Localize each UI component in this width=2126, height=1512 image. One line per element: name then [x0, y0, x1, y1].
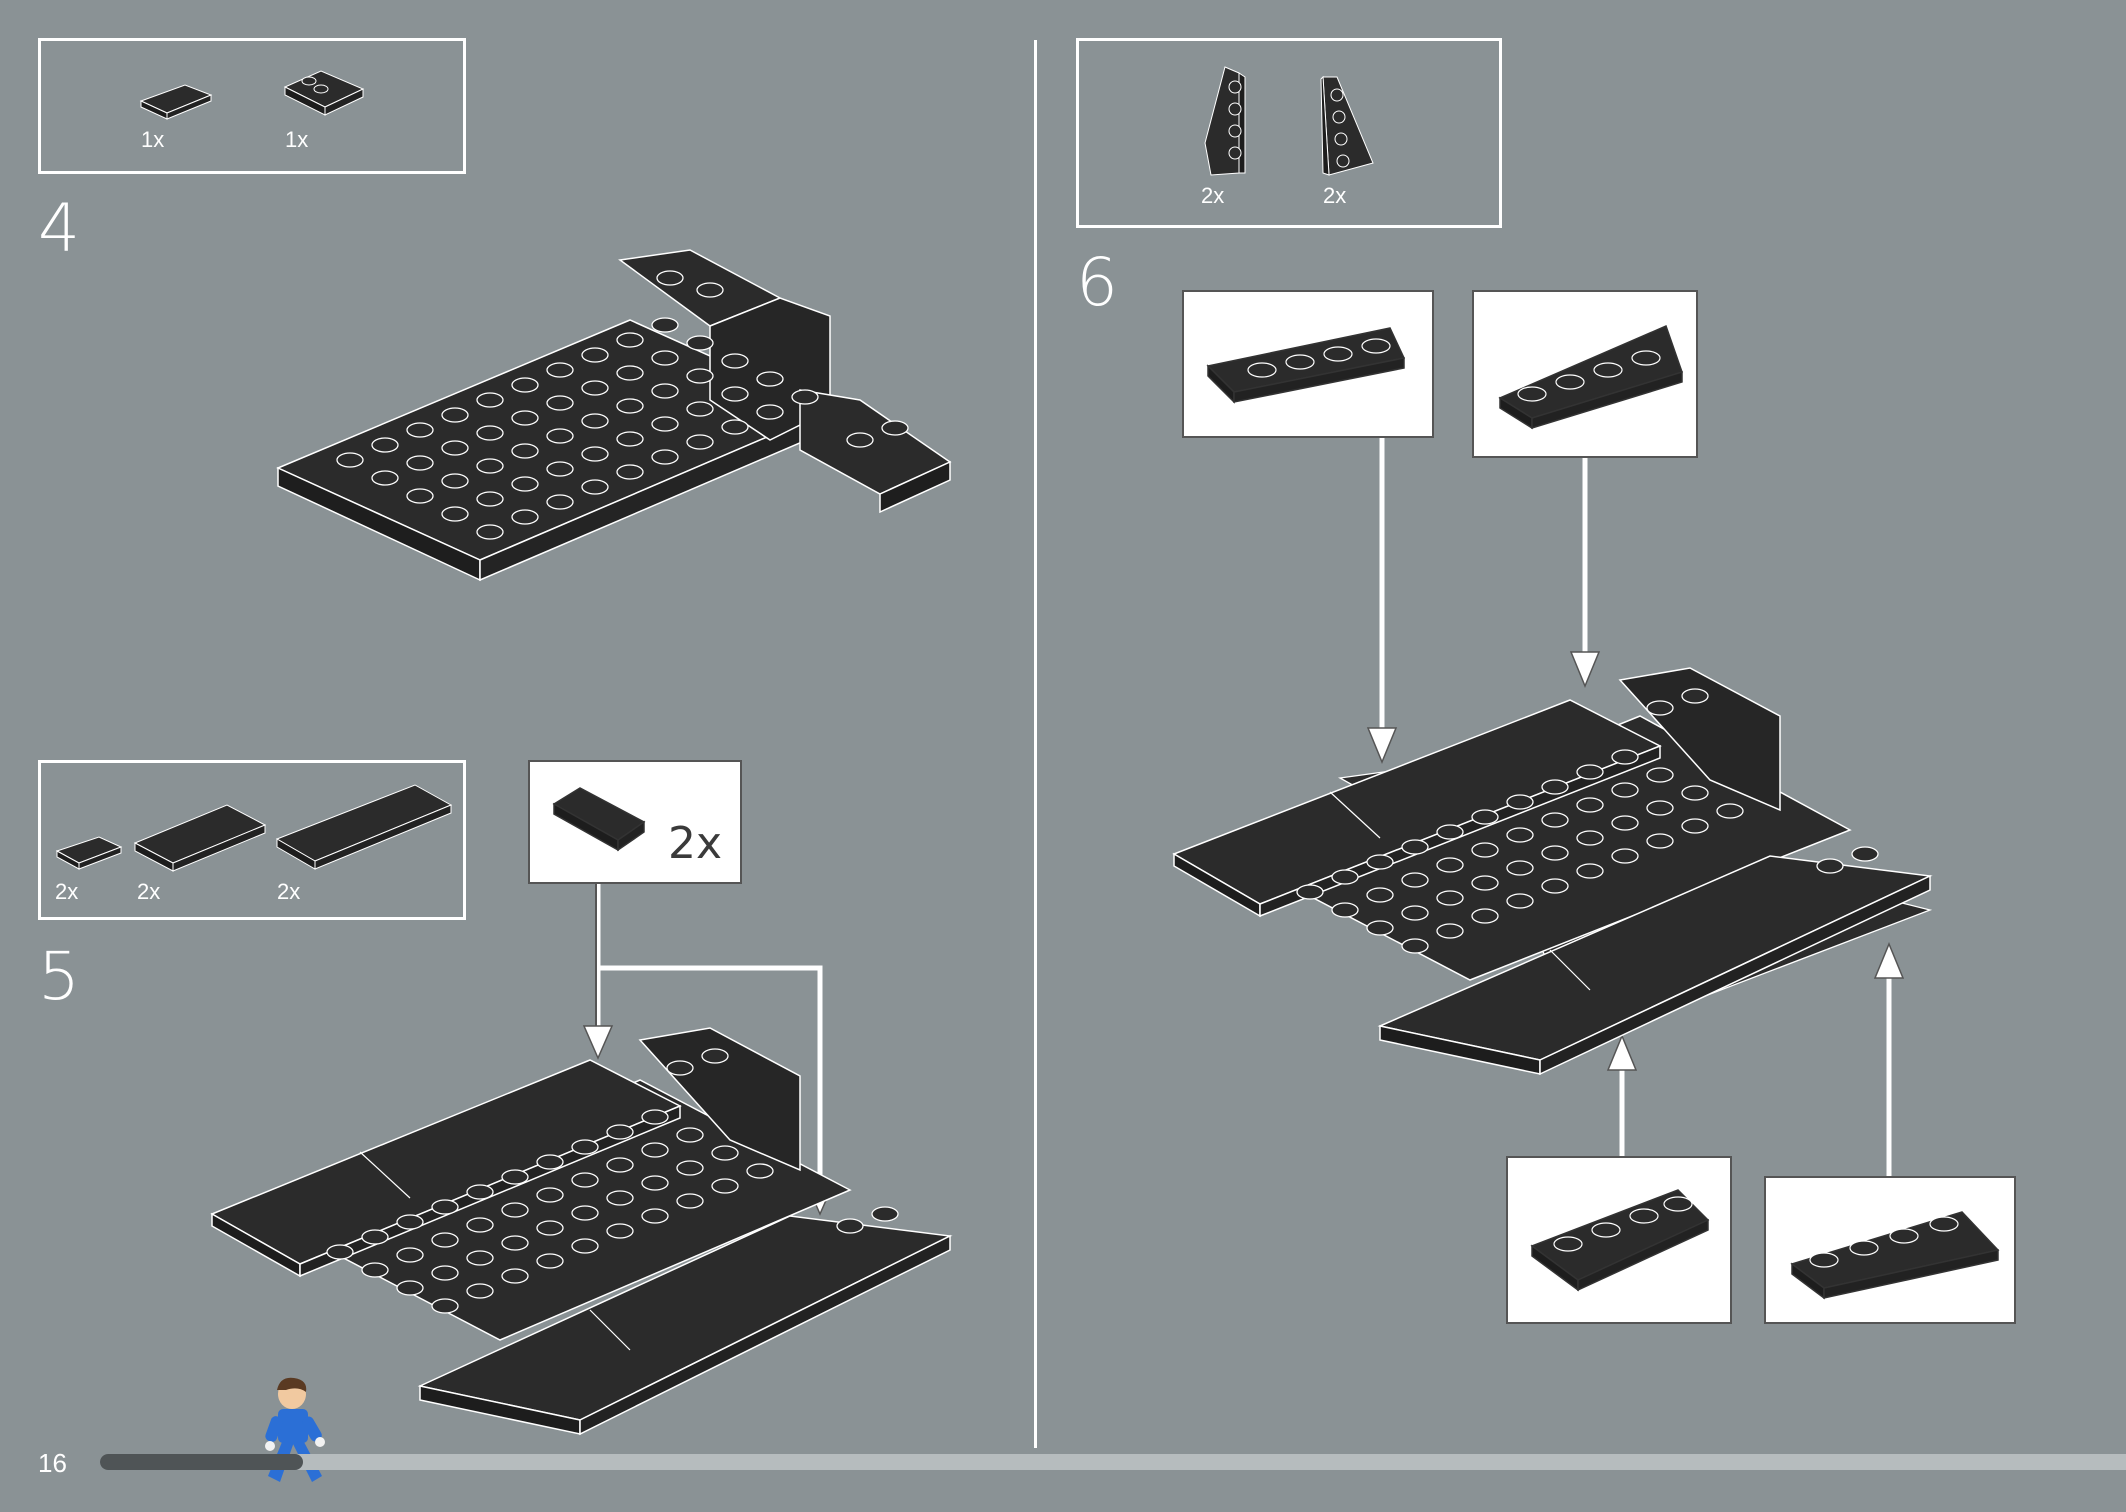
tile-2x6-icon	[275, 784, 453, 870]
progress-bar	[100, 1454, 2126, 1470]
step5-part2-qty: 2x	[137, 879, 161, 904]
step6-arrows	[1366, 438, 1905, 1176]
page-divider	[1034, 40, 1037, 1448]
step5-part3-qty: 2x	[277, 879, 301, 904]
wedge-plate-right-callout-icon	[1498, 324, 1683, 430]
wedge-under-left-callout-icon	[1530, 1189, 1710, 1292]
step5-callout-qty: 2x	[668, 818, 723, 869]
step6-part1-qty: 2x	[1201, 183, 1225, 208]
step4-part2-qty: 1x	[285, 127, 309, 152]
minifigure-runner-icon	[265, 1377, 325, 1482]
step6-callout-bottom-left	[1506, 1156, 1732, 1324]
step5-callout: 2x	[528, 760, 742, 884]
tile-2x4-icon	[133, 804, 267, 872]
tile-1x2-callout-icon	[552, 787, 646, 852]
arrow-up-icon	[1873, 942, 1905, 979]
step4-part1-qty: 1x	[141, 127, 165, 152]
arrow-down-icon	[1569, 651, 1601, 688]
arrow-down-icon	[1366, 727, 1398, 764]
step6-parts-box: 2x 2x	[1076, 38, 1502, 228]
step6-model	[1172, 667, 1933, 1076]
wedge-plate-left-icon	[1204, 66, 1246, 176]
progress-bar-fill	[100, 1454, 303, 1470]
page-number: 16	[38, 1448, 67, 1478]
tile-1x2-icon	[55, 836, 123, 870]
step6-number: 6	[1076, 244, 1118, 321]
step6-callout-top-right	[1472, 290, 1698, 458]
wedge-plate-left-callout-icon	[1206, 327, 1406, 404]
step6-callout-top-left	[1182, 290, 1434, 438]
step5-model	[210, 1027, 953, 1436]
wedge-under-right-callout-icon	[1790, 1211, 2000, 1300]
step5-parts-box: 2x 2x 2x	[38, 760, 466, 920]
step5-number: 5	[38, 938, 80, 1015]
step6-part2-qty: 2x	[1323, 183, 1347, 208]
step5-part1-qty: 2x	[55, 879, 79, 904]
step4-parts-box: 1x 1x	[38, 38, 466, 174]
step6-callout-bottom-right	[1764, 1176, 2016, 1324]
step5-arrows	[582, 884, 836, 1216]
wedge-plate-right-icon	[1320, 75, 1374, 176]
step4-number: 4	[38, 190, 80, 267]
arrow-down-icon	[582, 1025, 614, 1060]
arrow-up-icon	[1606, 1034, 1638, 1071]
step4-model	[276, 249, 952, 582]
plate-2x2-corner-icon	[283, 70, 365, 116]
plate-1x2-icon	[139, 84, 213, 120]
